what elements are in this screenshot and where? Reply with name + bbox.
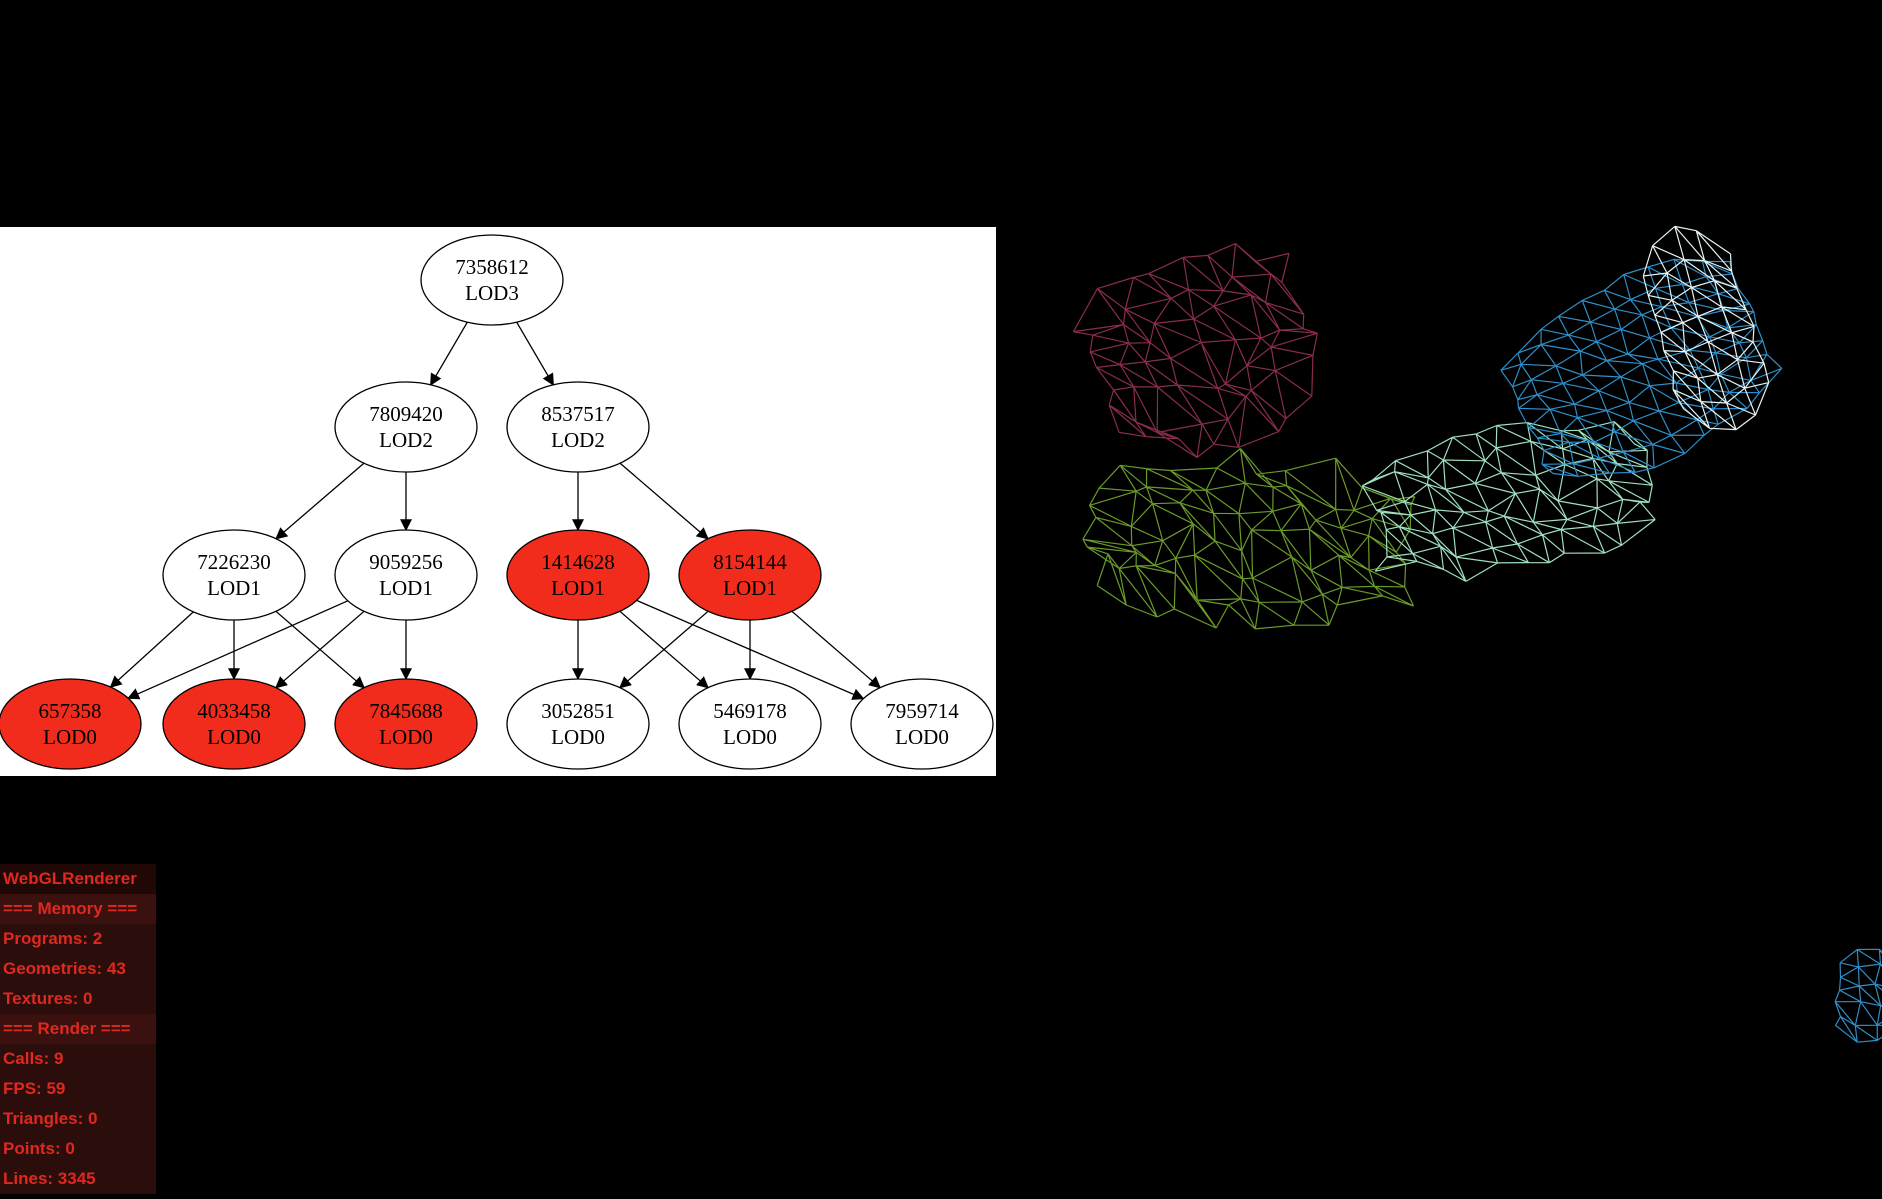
- lod-graph: 7358612LOD37809420LOD28537517LOD27226230…: [0, 234, 994, 770]
- node-lod-label: LOD1: [723, 576, 777, 600]
- node-ellipse: [0, 678, 142, 770]
- node-lod-label: LOD1: [551, 576, 605, 600]
- node-id-label: 8154144: [713, 550, 787, 574]
- node-id-label: 7845688: [369, 699, 443, 723]
- mesh-maroon-part: [1072, 243, 1318, 459]
- mesh-mint-wire: [1361, 421, 1656, 582]
- node-id-label: 7226230: [197, 550, 271, 574]
- node-ellipse: [678, 678, 822, 770]
- node-lod-label: LOD3: [465, 281, 519, 305]
- node-lod-label: LOD1: [207, 576, 261, 600]
- stats-memory-header: === Memory ===: [0, 894, 156, 924]
- node-id-label: 7358612: [455, 255, 529, 279]
- node-lod-label: LOD0: [207, 725, 261, 749]
- stats-points: Points: 0: [3, 1139, 75, 1158]
- edge-9059256-to-4033458: [275, 610, 365, 689]
- mesh-olive-wire: [1082, 448, 1416, 630]
- node-ellipse: [506, 678, 650, 770]
- mesh-mint-part: [1361, 421, 1656, 582]
- node-lod-label: LOD0: [723, 725, 777, 749]
- node-ellipse: [334, 529, 478, 621]
- node-lod-label: LOD0: [43, 725, 97, 749]
- node-ellipse: [678, 529, 822, 621]
- node-id-label: 1414628: [541, 550, 615, 574]
- stats-geometries: Geometries: 43: [3, 959, 126, 978]
- node-id-label: 657358: [39, 699, 102, 723]
- mesh-maroon-wire: [1072, 243, 1318, 459]
- node-id-label: 8537517: [541, 402, 615, 426]
- node-ellipse: [334, 381, 478, 473]
- mesh-olive-part: [1082, 448, 1416, 630]
- stats-fps: FPS: 59: [3, 1079, 66, 1098]
- node-lod-label: LOD1: [379, 576, 433, 600]
- node-ellipse: [506, 381, 650, 473]
- stats-programs: Programs: 2: [3, 929, 103, 948]
- mesh-frag-wire: [1834, 948, 1882, 1043]
- node-ellipse: [162, 529, 306, 621]
- node-id-label: 7809420: [369, 402, 443, 426]
- stats-triangles: Triangles: 0: [3, 1109, 98, 1128]
- stats-textures: Textures: 0: [3, 989, 93, 1008]
- stats-render-header: === Render ===: [0, 1014, 156, 1044]
- node-lod-label: LOD0: [895, 725, 949, 749]
- stats-calls: Calls: 9: [3, 1049, 64, 1068]
- node-lod-label: LOD0: [551, 725, 605, 749]
- edge-7809420-to-7226230: [275, 462, 365, 540]
- edge-9059256-to-657358: [127, 600, 349, 700]
- node-ellipse: [420, 234, 564, 326]
- mesh-blue-fragment: [1834, 948, 1882, 1043]
- node-ellipse: [850, 678, 994, 770]
- stats-lines: Lines: 3345: [3, 1169, 96, 1188]
- node-lod-label: LOD2: [379, 428, 433, 452]
- mesh-white-wire: [1642, 225, 1770, 431]
- wireframe-mesh[interactable]: [1000, 180, 1882, 1194]
- renderer-stats-panel: WebGLRenderer === Memory === Programs: 2…: [0, 864, 156, 1194]
- edge-7358612-to-8537517: [516, 321, 554, 386]
- node-id-label: 4033458: [197, 699, 271, 723]
- mesh-white-part: [1642, 225, 1770, 431]
- node-lod-label: LOD0: [379, 725, 433, 749]
- edge-8154144-to-7959714: [791, 610, 881, 689]
- node-id-label: 9059256: [369, 550, 443, 574]
- node-ellipse: [162, 678, 306, 770]
- edge-7226230-to-657358: [109, 611, 194, 688]
- stats-title: WebGLRenderer: [0, 864, 156, 894]
- node-id-label: 7959714: [885, 699, 959, 723]
- node-ellipse: [334, 678, 478, 770]
- mesh-3d-viewport[interactable]: [1000, 180, 1882, 1194]
- edge-8154144-to-3052851: [619, 610, 709, 689]
- node-lod-label: LOD2: [551, 428, 605, 452]
- node-ellipse: [506, 529, 650, 621]
- node-id-label: 5469178: [713, 699, 787, 723]
- node-id-label: 3052851: [541, 699, 615, 723]
- edge-8537517-to-8154144: [619, 462, 709, 540]
- edge-7358612-to-7809420: [430, 321, 468, 386]
